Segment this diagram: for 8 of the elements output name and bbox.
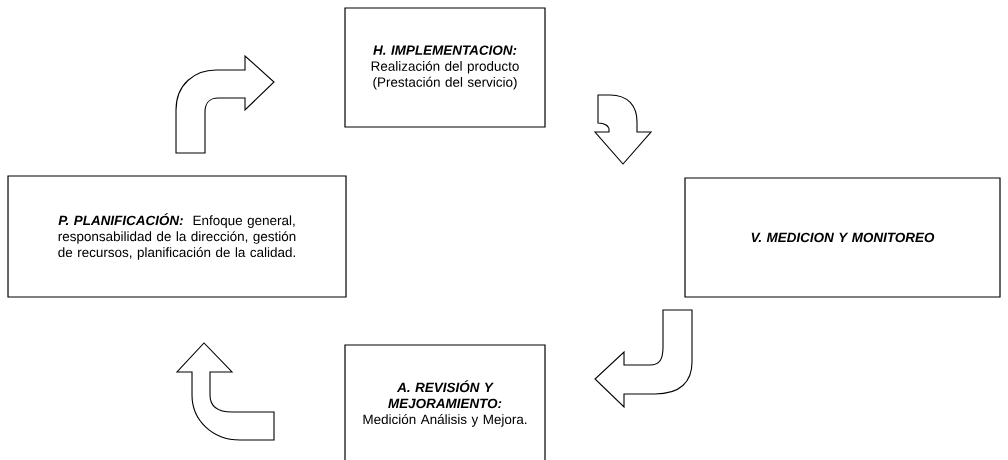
process-box: H. IMPLEMENTACION: Realización del producto (Prestación del servicio) xyxy=(344,7,546,128)
process-box: A. REVISIÓN Y MEJORAMIENTO: Medición Análisis y Mejora. xyxy=(344,344,546,460)
block-arrow xyxy=(594,309,693,408)
process-box: P. PLANIFICACIÓN: Enfoque general, responsabilidad de la dirección, gestión de recursos, planificación de la calidad. xyxy=(7,175,347,298)
process-box: V. MEDICION Y MONITOREO xyxy=(684,177,1001,298)
block-arrow xyxy=(594,94,652,165)
block-arrow xyxy=(176,342,275,441)
block-arrow xyxy=(175,55,275,154)
